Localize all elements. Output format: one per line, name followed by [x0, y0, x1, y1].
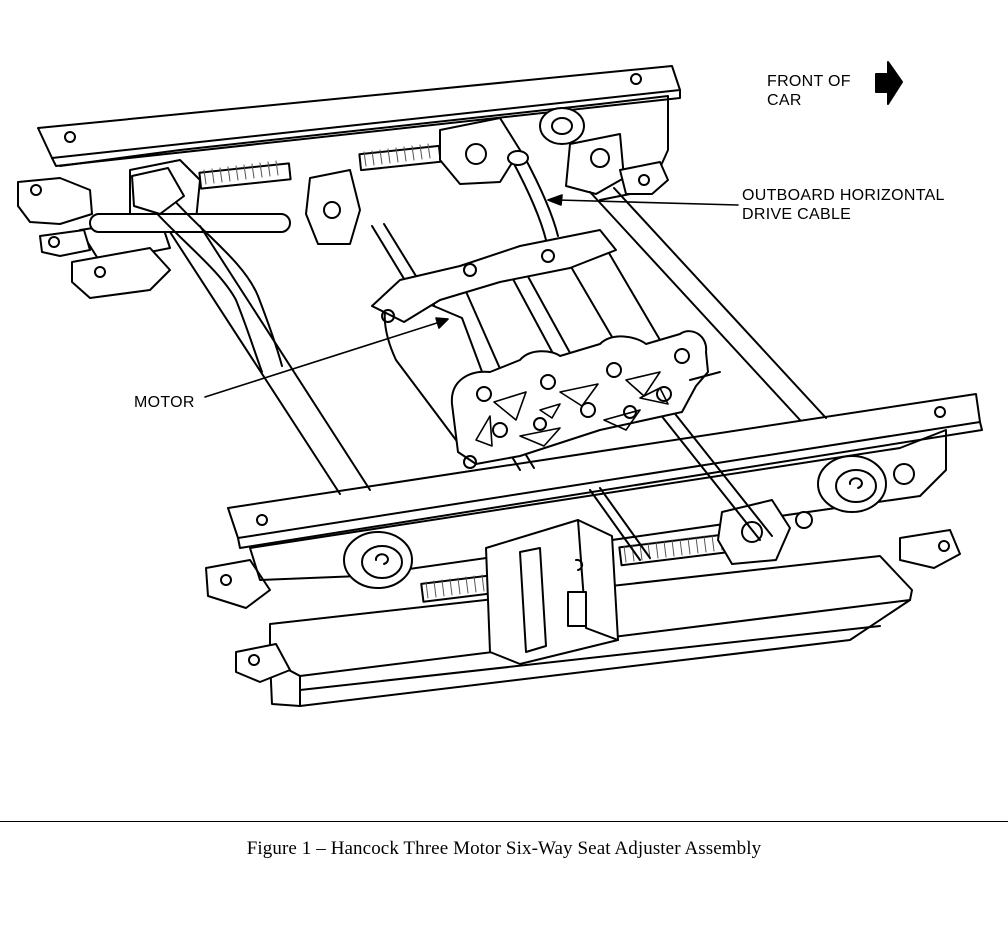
- front-of-car-label: FRONT OF CAR: [767, 72, 851, 110]
- left-drive-cable: [149, 205, 263, 373]
- callout-leaders: [204, 194, 739, 398]
- figure-caption: Figure 1 – Hancock Three Motor Six-Way S…: [246, 838, 762, 859]
- right-arrow-icon: [875, 61, 903, 105]
- front-of-car-label-line-2: CAR: [767, 92, 802, 109]
- motor-label: MOTOR: [134, 394, 195, 411]
- center-latch-housing: [485, 519, 619, 665]
- caption-divider: [0, 821, 1008, 822]
- drive-cables: [131, 150, 559, 373]
- outboard-cable-label-line-2: DRIVE CABLE: [742, 206, 852, 223]
- outboard-cable-label: OUTBOARD HORIZONTAL DRIVE CABLE: [742, 186, 945, 224]
- cable-leader: [557, 199, 739, 206]
- outboard-cable-label-line-1: OUTBOARD HORIZONTAL: [742, 187, 945, 204]
- motor-gear-housing: [450, 330, 709, 465]
- housing-holes: [476, 348, 690, 438]
- motor-leader: [204, 321, 441, 398]
- rear-track-assembly: [17, 65, 681, 299]
- front-track-assembly: [205, 393, 983, 707]
- front-of-car-label-line-1: FRONT OF: [767, 73, 851, 90]
- motor-pack: [371, 229, 721, 469]
- outboard-horizontal-drive-cable: [511, 159, 547, 241]
